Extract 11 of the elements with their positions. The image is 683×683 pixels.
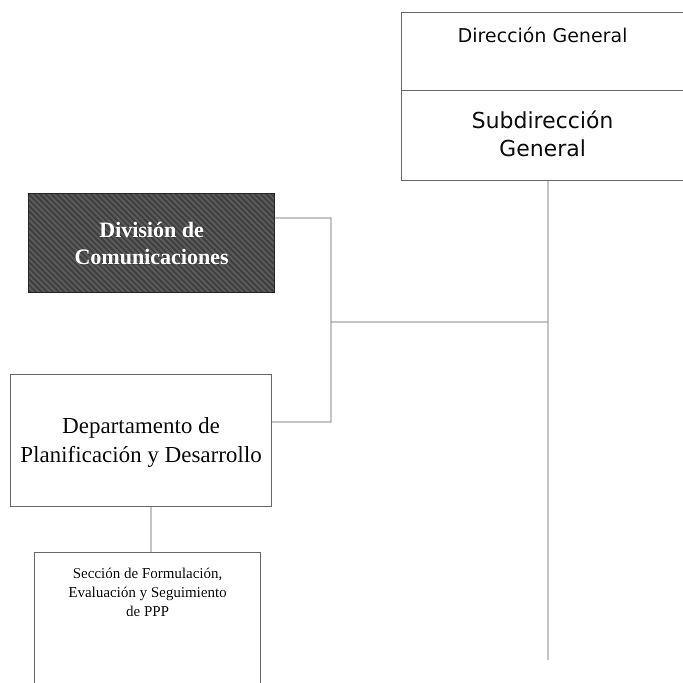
org-unit-box xyxy=(401,90,683,181)
unit-name: Subdirección General xyxy=(470,108,614,163)
unit-name: Sección de Formulación, Evaluación y Seguimiento de PPP xyxy=(67,565,228,622)
highlighted-unit-box xyxy=(28,193,275,293)
unit-name: Departamento de Planificación y Desarrollo xyxy=(19,412,263,469)
unit-name: División de Comunicaciones xyxy=(74,216,230,270)
connector-line xyxy=(150,506,152,552)
org-unit-box xyxy=(34,552,261,683)
unit-name: Dirección General xyxy=(456,25,628,49)
org-unit-box xyxy=(401,12,683,91)
org-unit-box xyxy=(10,374,272,507)
